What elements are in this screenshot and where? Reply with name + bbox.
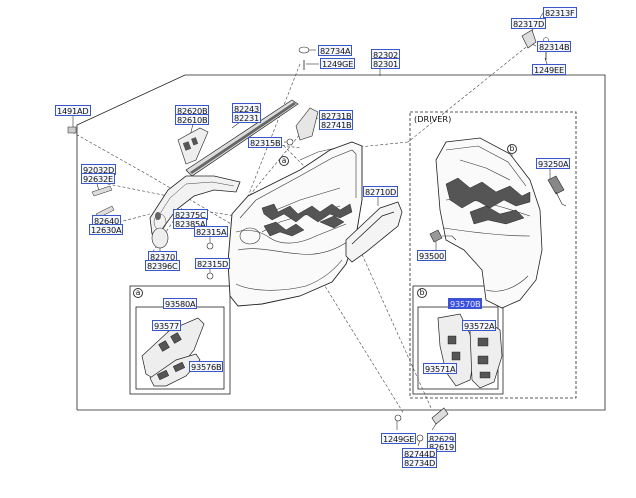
part-label-93571A[interactable]: 93571A <box>423 363 458 374</box>
part-label-82301[interactable]: 82301 <box>371 58 401 69</box>
part-label-93250A[interactable]: 93250A <box>536 158 571 169</box>
part-label-82385A[interactable]: 82385A <box>173 218 208 229</box>
part-label-82314B[interactable]: 82314B <box>537 41 572 52</box>
callout-b-main: b <box>507 144 517 154</box>
part-label-1249GE-top[interactable]: 1249GE <box>320 58 356 69</box>
part-label-1249EE[interactable]: 1249EE <box>532 64 566 75</box>
part-label-93580A[interactable]: 93580A <box>163 298 198 309</box>
part-label-82231[interactable]: 82231 <box>232 112 262 123</box>
part-label-1491AD[interactable]: 1491AD <box>55 105 91 116</box>
part-label-82315A[interactable]: 82315A <box>194 226 229 237</box>
part-label-82315B[interactable]: 82315B <box>248 137 283 148</box>
part-label-93500[interactable]: 93500 <box>417 250 447 261</box>
part-label-93576B[interactable]: 93576B <box>189 361 224 372</box>
callout-b-box: b <box>417 288 427 298</box>
part-label-82313F[interactable]: 82313F <box>543 7 577 18</box>
callout-a-main: a <box>279 156 289 166</box>
driver-caption: (DRIVER) <box>414 114 452 124</box>
callout-a-box: a <box>133 288 143 298</box>
part-label-82317D[interactable]: 82317D <box>511 18 547 29</box>
part-label-82710D[interactable]: 82710D <box>363 186 399 197</box>
part-label-82610B[interactable]: 82610B <box>175 114 210 125</box>
part-label-1249GE-bottom[interactable]: 1249GE <box>381 433 417 444</box>
part-label-93577[interactable]: 93577 <box>152 320 182 331</box>
part-label-93572A[interactable]: 93572A <box>462 320 497 331</box>
part-label-12630A[interactable]: 12630A <box>89 224 124 235</box>
part-label-82734D[interactable]: 82734D <box>402 457 438 468</box>
part-label-93570B[interactable]: 93570B <box>448 298 483 309</box>
part-label-82315D[interactable]: 82315D <box>195 258 231 269</box>
part-label-82396C[interactable]: 82396C <box>145 260 180 271</box>
part-label-82741B[interactable]: 82741B <box>319 119 354 130</box>
part-label-92632E[interactable]: 92632E <box>81 173 116 184</box>
part-label-82734A[interactable]: 82734A <box>318 45 353 56</box>
part-label-82619[interactable]: 82619 <box>427 441 457 452</box>
